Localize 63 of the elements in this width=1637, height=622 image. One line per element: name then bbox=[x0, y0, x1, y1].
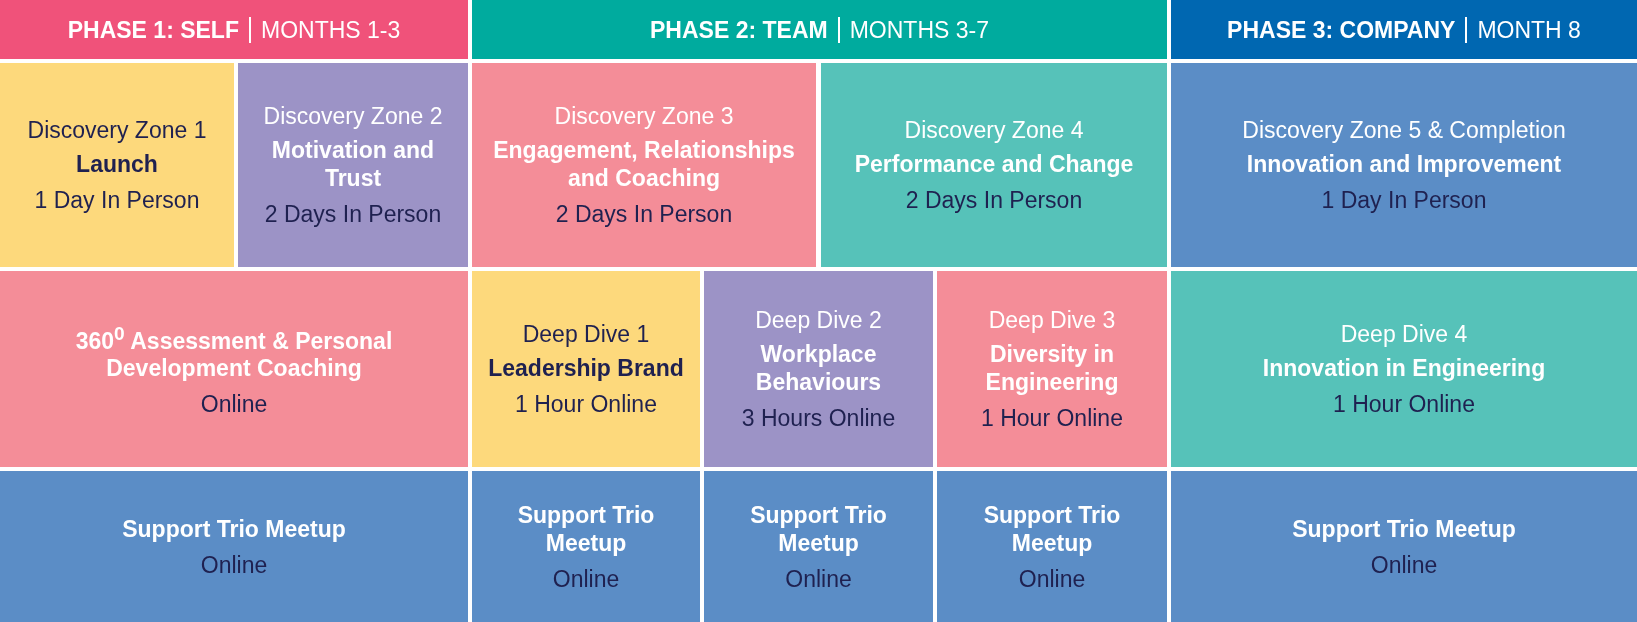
session-topic: Launch bbox=[76, 150, 158, 178]
session-format: Online bbox=[552, 564, 620, 593]
month-range: MONTHS 1-3 bbox=[261, 15, 401, 44]
session-format: 1 Day In Person bbox=[34, 186, 200, 214]
session-format: 2 Days In Person bbox=[905, 186, 1083, 214]
session-card bbox=[472, 271, 700, 467]
session-card bbox=[1171, 63, 1637, 267]
session-topic: Support Trio Meetup bbox=[1292, 514, 1516, 543]
session-format: Online bbox=[1018, 564, 1086, 593]
session-topic: Motivation and Trust bbox=[270, 136, 436, 192]
zone-title: Deep Dive 2 bbox=[755, 306, 882, 334]
session-format: 2 Days In Person bbox=[264, 200, 442, 228]
session-topic: Support Trio Meetup bbox=[982, 500, 1122, 557]
session-topic: Support Trio Meetup bbox=[749, 500, 888, 557]
session-format: 1 Day In Person bbox=[1321, 186, 1487, 214]
phase-header bbox=[1171, 0, 1637, 59]
session-topic: Innovation in Engineering bbox=[1262, 354, 1546, 382]
session-card bbox=[704, 271, 933, 467]
session-format: Online bbox=[1370, 550, 1438, 579]
session-card bbox=[0, 471, 468, 622]
session-format: 1 Hour Online bbox=[981, 404, 1123, 432]
phase-title: PHASE 3: COMPANY bbox=[1227, 15, 1456, 44]
session-card bbox=[238, 63, 468, 267]
session-topic: 360$^{0}$ Assessment & Personal Development Coaching bbox=[74, 321, 394, 383]
session-topic: Workplace Behaviours bbox=[754, 340, 883, 396]
session-format: Online bbox=[785, 564, 852, 593]
session-card bbox=[0, 63, 234, 267]
session-format: Online bbox=[200, 390, 268, 419]
session-card bbox=[821, 63, 1167, 267]
phase-header bbox=[472, 0, 1167, 59]
session-topic: Engagement, Relationships and Coaching bbox=[492, 136, 796, 192]
session-format: 2 Days In Person bbox=[555, 200, 733, 228]
session-card bbox=[1171, 471, 1637, 622]
session-card bbox=[472, 471, 700, 622]
zone-title: Deep Dive 3 bbox=[988, 306, 1116, 334]
zone-title: Discovery Zone 5 & Completion bbox=[1242, 116, 1566, 144]
session-topic: Support Trio Meetup bbox=[122, 514, 346, 543]
session-topic: Diversity in Engineering bbox=[984, 340, 1120, 396]
zone-title: Discovery Zone 4 bbox=[904, 116, 1084, 144]
zone-title: Discovery Zone 2 bbox=[263, 102, 443, 130]
month-range: MONTH 8 bbox=[1477, 15, 1581, 44]
phase-title: PHASE 2: TEAM bbox=[650, 15, 828, 44]
session-card bbox=[704, 471, 933, 622]
phase-header bbox=[0, 0, 468, 59]
zone-title: Discovery Zone 1 bbox=[27, 116, 207, 144]
session-topic: Leadership Brand bbox=[488, 354, 684, 382]
zone-title: Deep Dive 1 bbox=[522, 320, 650, 348]
session-card bbox=[937, 271, 1167, 467]
session-card bbox=[472, 63, 816, 267]
session-topic: Performance and Change bbox=[854, 150, 1134, 178]
session-format: Online bbox=[200, 550, 268, 579]
session-card bbox=[937, 471, 1167, 622]
session-format: 1 Hour Online bbox=[515, 390, 657, 418]
session-topic: Support Trio Meetup bbox=[516, 500, 656, 557]
phase-title: PHASE 1: SELF bbox=[67, 15, 239, 44]
month-range: MONTHS 3-7 bbox=[849, 15, 989, 44]
session-format: 1 Hour Online bbox=[1333, 390, 1475, 418]
session-format: 3 Hours Online bbox=[741, 404, 896, 432]
zone-title: Deep Dive 4 bbox=[1340, 320, 1468, 348]
session-card bbox=[1171, 271, 1637, 467]
session-topic: Innovation and Improvement bbox=[1246, 150, 1562, 178]
session-card bbox=[0, 271, 468, 467]
zone-title: Discovery Zone 3 bbox=[554, 102, 734, 130]
